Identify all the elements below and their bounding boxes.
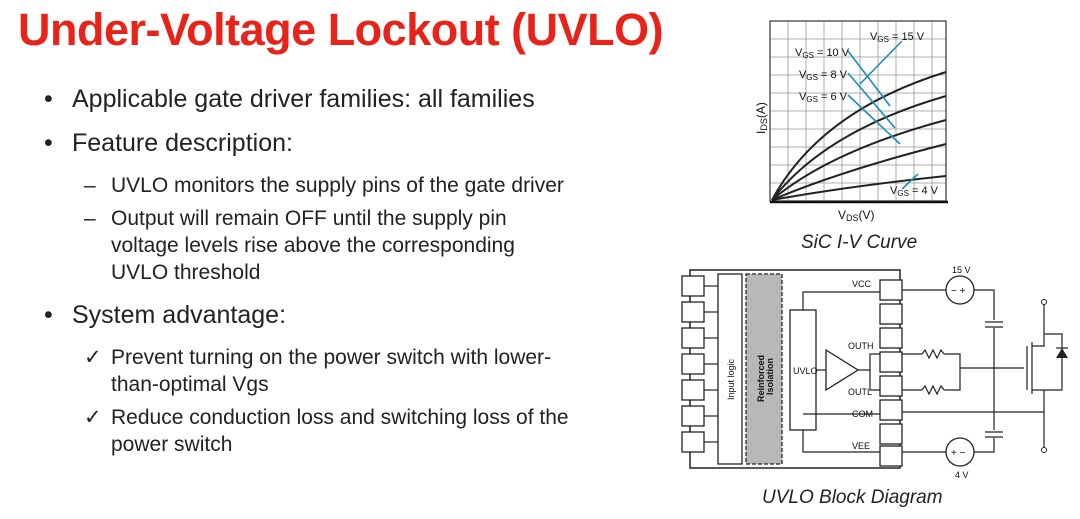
source-15v bbox=[945, 275, 975, 305]
isolation-label-2: Isolation bbox=[765, 358, 775, 395]
input-logic-label: Input logic bbox=[726, 358, 736, 400]
uvlo-block-diagram: Input logic Reinforced Isolation UVLO VC… bbox=[681, 265, 1068, 480]
feature-item: –Output will remain OFF until the supply… bbox=[84, 207, 515, 284]
pin-label-outl: OUTL bbox=[848, 387, 872, 397]
bullet-feature: Feature description: bbox=[42, 128, 642, 158]
fet-source-node bbox=[1041, 447, 1047, 453]
external-circuit bbox=[902, 289, 1063, 453]
input-pins bbox=[681, 275, 705, 453]
body-diode bbox=[1056, 348, 1068, 358]
dash-marker: – bbox=[84, 207, 96, 230]
source-15v-label: 15 V bbox=[952, 265, 971, 275]
isolation-barrier bbox=[745, 273, 783, 465]
source-15v-polarity: − + bbox=[951, 286, 966, 297]
advantage-item: ✓Prevent turning on the power switch wit… bbox=[84, 346, 552, 396]
curve-label-vgs15: VGS = 15 V bbox=[870, 31, 925, 44]
check-icon: ✓ bbox=[84, 346, 102, 369]
advantage-subitems: ✓Prevent turning on the power switch wit… bbox=[42, 344, 642, 458]
curve-label-vgs6: VGS = 6 V bbox=[799, 91, 848, 104]
feature-item: –UVLO monitors the supply pins of the ga… bbox=[84, 174, 564, 197]
bullet-families: Applicable gate driver families: all fam… bbox=[42, 84, 642, 114]
source-4v bbox=[945, 437, 975, 467]
pin-label-com: COM bbox=[852, 409, 873, 419]
curve-label-vgs10: VGS = 10 V bbox=[795, 47, 850, 60]
x-axis-label: VDS(V) bbox=[838, 208, 875, 223]
y-axis-label: IDS(A) bbox=[754, 102, 769, 134]
iv-chart-caption: SiC I-V Curve bbox=[801, 232, 918, 253]
pin-label-outh: OUTH bbox=[848, 341, 874, 351]
internal-wires bbox=[802, 291, 880, 453]
advantage-item: ✓Reduce conduction loss and switching lo… bbox=[84, 406, 569, 456]
curve-label-vgs4: VGS = 4 V bbox=[890, 185, 939, 198]
block-diagram-caption: UVLO Block Diagram bbox=[762, 487, 943, 508]
source-4v-label: 4 V bbox=[955, 470, 969, 480]
pin-label-vee: VEE bbox=[852, 441, 870, 451]
driver-amplifier bbox=[825, 348, 860, 392]
source-4v-polarity: + − bbox=[951, 448, 966, 459]
output-pins bbox=[879, 279, 903, 467]
slide-title: Under-Voltage Lockout (UVLO) bbox=[18, 4, 664, 55]
curve-pointers bbox=[847, 40, 919, 190]
pin-label-vcc: VCC bbox=[852, 279, 872, 289]
isolation-label-1: Reinforced bbox=[756, 355, 766, 402]
iv-curve-chart: VGS = 15 V VGS = 10 V VGS = 8 V VGS = 6 … bbox=[754, 20, 948, 223]
bullet-list: Applicable gate driver families: all fam… bbox=[42, 84, 642, 472]
curve-label-vgs8: VGS = 8 V bbox=[799, 69, 848, 82]
check-icon: ✓ bbox=[84, 406, 102, 429]
bullet-advantage: System advantage: bbox=[42, 300, 642, 330]
uvlo-label: UVLO bbox=[793, 366, 818, 376]
iv-curves bbox=[771, 71, 947, 201]
feature-subitems: –UVLO monitors the supply pins of the ga… bbox=[42, 172, 642, 286]
fet-drain-node bbox=[1041, 299, 1047, 305]
input-pin-wires bbox=[704, 285, 718, 443]
input-logic-block bbox=[717, 273, 743, 465]
dash-marker: – bbox=[84, 174, 96, 197]
